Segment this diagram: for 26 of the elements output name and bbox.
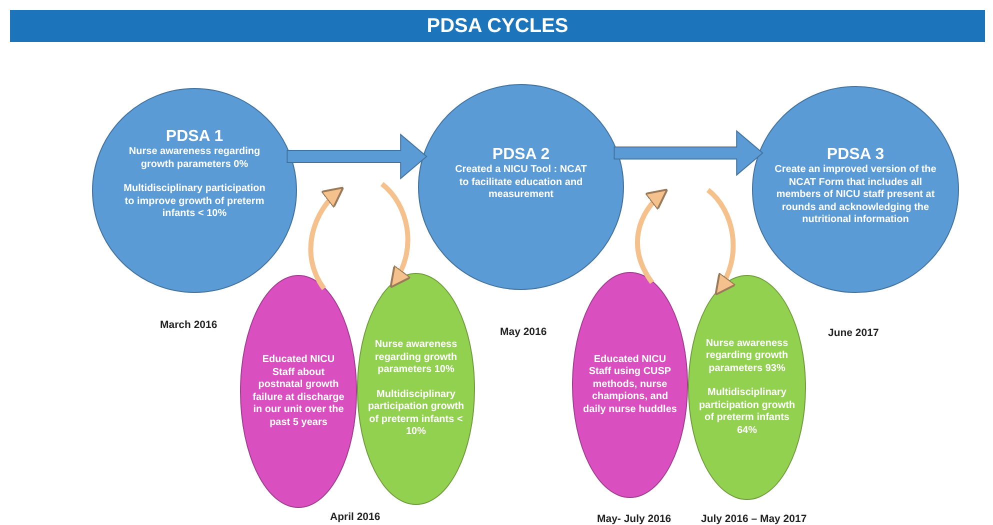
date-label: May 2016 <box>500 326 547 338</box>
curved-arrow <box>635 188 668 284</box>
step-text: Create an improved version of the NCAT Form that includes all members of NICU staff present at rounds and acknowledging the nutritional information <box>774 164 938 226</box>
step-text: Created a NICU Tool : NCAT to facilitate education and measurement <box>454 164 588 202</box>
step-text: Multidisciplinary participation growth of preterm infants < 10% <box>366 388 466 439</box>
curved-arrow <box>308 186 344 290</box>
step-text: Nurse awareness regarding growth parameters 10% <box>374 339 458 377</box>
step-text: Educated NICU Staff about postnatal growth failure at discharge in our unit over the past 5 years <box>252 354 346 429</box>
cycle-heading: PDSA 3 <box>826 145 886 164</box>
step-text: Nurse awareness regarding growth parameters 93% <box>704 338 790 376</box>
date-label: March 2016 <box>160 319 218 331</box>
step-text: Nurse awareness regarding growth parameters 0% <box>128 146 262 171</box>
cycle-heading: PDSA 1 <box>164 127 224 146</box>
date-label: June 2017 <box>828 327 879 339</box>
curved-arrow <box>380 182 412 289</box>
step-text: Multidisciplinary participation growth of preterm infants 64% <box>698 387 796 438</box>
step-text: Multidisciplinary participation to improve growth of preterm infants < 10% <box>122 183 266 220</box>
step-text: Educated NICU Staff using CUSP methods, nurse champions, and daily nurse huddles <box>582 354 678 416</box>
block-arrow <box>614 130 764 176</box>
block-arrow <box>286 133 428 180</box>
date-label: May- July 2016 <box>597 513 672 525</box>
date-label: July 2016 – May 2017 <box>701 513 807 525</box>
cycle-heading: PDSA 2 <box>491 145 551 164</box>
curved-arrow <box>706 188 736 296</box>
date-label: April 2016 <box>330 511 380 523</box>
title-banner: PDSA CYCLES <box>10 10 985 42</box>
